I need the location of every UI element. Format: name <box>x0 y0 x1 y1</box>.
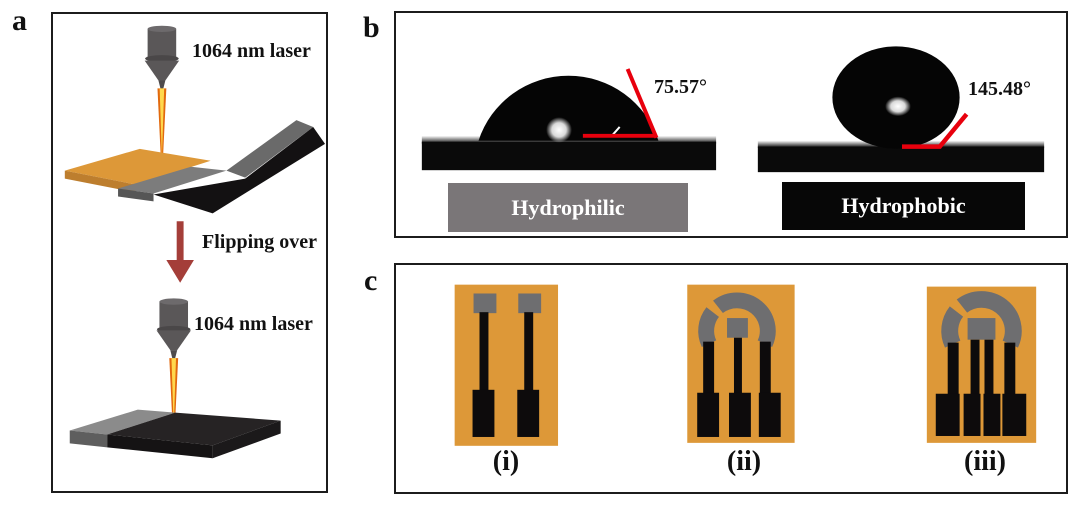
laser-flange <box>145 55 179 63</box>
electrode-stem <box>970 339 980 395</box>
arrow-shaft <box>176 221 184 262</box>
gray-film-flap <box>226 120 314 178</box>
gray-half-edge <box>69 430 108 448</box>
beam-core <box>171 358 176 428</box>
laser-head-icon-bottom <box>156 298 191 361</box>
laser-scribing-illustration <box>64 25 326 459</box>
electrode-stem <box>703 341 715 394</box>
bottom-contact-pad <box>963 393 981 436</box>
surface-baseline <box>421 141 717 171</box>
electrode-stem <box>759 341 771 394</box>
electrode-label-ii: (ii) <box>726 446 762 477</box>
electrode-stem <box>524 312 534 392</box>
gray-film-flat <box>118 166 227 194</box>
bottom-contact-pad <box>517 389 540 437</box>
hydrophobic-caption-text: Hydrophobic <box>841 193 966 218</box>
hydrophobic-caption-bar: Hydrophobic <box>782 182 1025 230</box>
bottom-contact-pad <box>1002 393 1027 436</box>
panel-a-laser-schematic <box>51 12 328 493</box>
electrode-stem <box>984 339 994 395</box>
bottom-contact-pad <box>935 393 960 436</box>
orange-substrate-edge <box>64 170 136 193</box>
film-underside-shadow <box>153 127 326 214</box>
gray-arc-segment <box>713 292 776 348</box>
laser-tip <box>158 80 166 91</box>
chip-substrate <box>454 284 559 446</box>
electrode-chip-iii <box>926 286 1037 443</box>
angle-tangent-marker <box>625 68 659 139</box>
dark-half-top <box>107 412 281 446</box>
flipping-over-label: Flipping over <box>202 231 318 253</box>
center-pad-gray <box>967 318 996 340</box>
bottom-contact-pad <box>697 392 720 437</box>
contact-angle-photos <box>421 46 1045 173</box>
panel-b-contact-angles <box>394 11 1068 238</box>
contact-angle-photo-hydrophobic <box>757 46 1045 173</box>
substrate-before-flip <box>64 120 326 214</box>
gray-film-edge <box>118 188 154 202</box>
gray-arc-segment <box>956 291 1022 348</box>
center-pad-gray <box>727 318 748 338</box>
beam-core <box>159 88 165 158</box>
electrode-chip-i <box>454 284 559 446</box>
gray-arc-segment <box>941 306 964 348</box>
panel-a-letter: a <box>12 4 27 37</box>
gray-arc-segment <box>698 307 720 348</box>
electrode-chip-ii <box>687 284 795 443</box>
electrode-label-i: (i) <box>492 446 520 477</box>
droplet-light-glint <box>546 117 572 143</box>
flip-arrow-icon <box>166 221 194 283</box>
electrode-stem <box>479 312 489 392</box>
contact-angle-value-hydrophilic: 75.57° <box>654 76 707 98</box>
electrode-stem <box>1004 342 1016 395</box>
laser-cone <box>144 60 180 81</box>
dark-right-edge <box>212 420 281 459</box>
panel-c-electrode-designs <box>394 263 1068 494</box>
droplet-speck <box>611 126 621 136</box>
substrate-after-flip <box>69 409 281 459</box>
laser-head-icon <box>144 25 180 91</box>
electrode-label-iii: (iii) <box>964 446 1006 477</box>
bottom-contact-pad <box>472 389 495 437</box>
panel-b-letter: b <box>363 11 380 44</box>
electrode-stem <box>733 337 742 394</box>
orange-substrate-top <box>64 148 211 185</box>
water-droplet-dome <box>478 75 659 141</box>
top-pad-gray <box>473 293 497 314</box>
laser-top-cap <box>159 298 189 305</box>
laser-label-bottom: 1064 nm laser <box>194 313 313 335</box>
laser-beam-bottom <box>169 358 179 430</box>
gray-half-top <box>69 409 176 435</box>
angle-marker-lines <box>901 112 969 149</box>
hydrophilic-caption-text: Hydrophilic <box>511 194 625 220</box>
laser-body <box>147 28 177 59</box>
dark-front-edge <box>107 434 213 459</box>
bottom-contact-pad <box>729 392 751 437</box>
laser-label-top: 1064 nm laser <box>192 40 311 62</box>
droplet-light-glint <box>885 96 911 117</box>
laser-tip <box>170 350 178 361</box>
top-pad-gray <box>518 293 542 314</box>
panel-c-letter: c <box>364 264 378 297</box>
arrow-head <box>166 259 194 283</box>
laser-top-cap <box>147 25 177 33</box>
contact-angle-value-hydrophobic: 145.48° <box>968 78 1031 100</box>
contact-angle-photo-hydrophilic <box>421 68 717 171</box>
laser-beam <box>157 88 167 160</box>
electrode-pattern-illustration <box>454 284 1037 446</box>
bottom-contact-pad <box>758 392 781 437</box>
surface-baseline <box>757 146 1045 173</box>
hydrophilic-caption-bar: Hydrophilic <box>448 183 688 232</box>
bottom-contact-pad <box>983 393 1001 436</box>
laser-cone <box>156 330 191 351</box>
laser-body <box>159 301 189 330</box>
electrode-stem <box>947 342 959 395</box>
